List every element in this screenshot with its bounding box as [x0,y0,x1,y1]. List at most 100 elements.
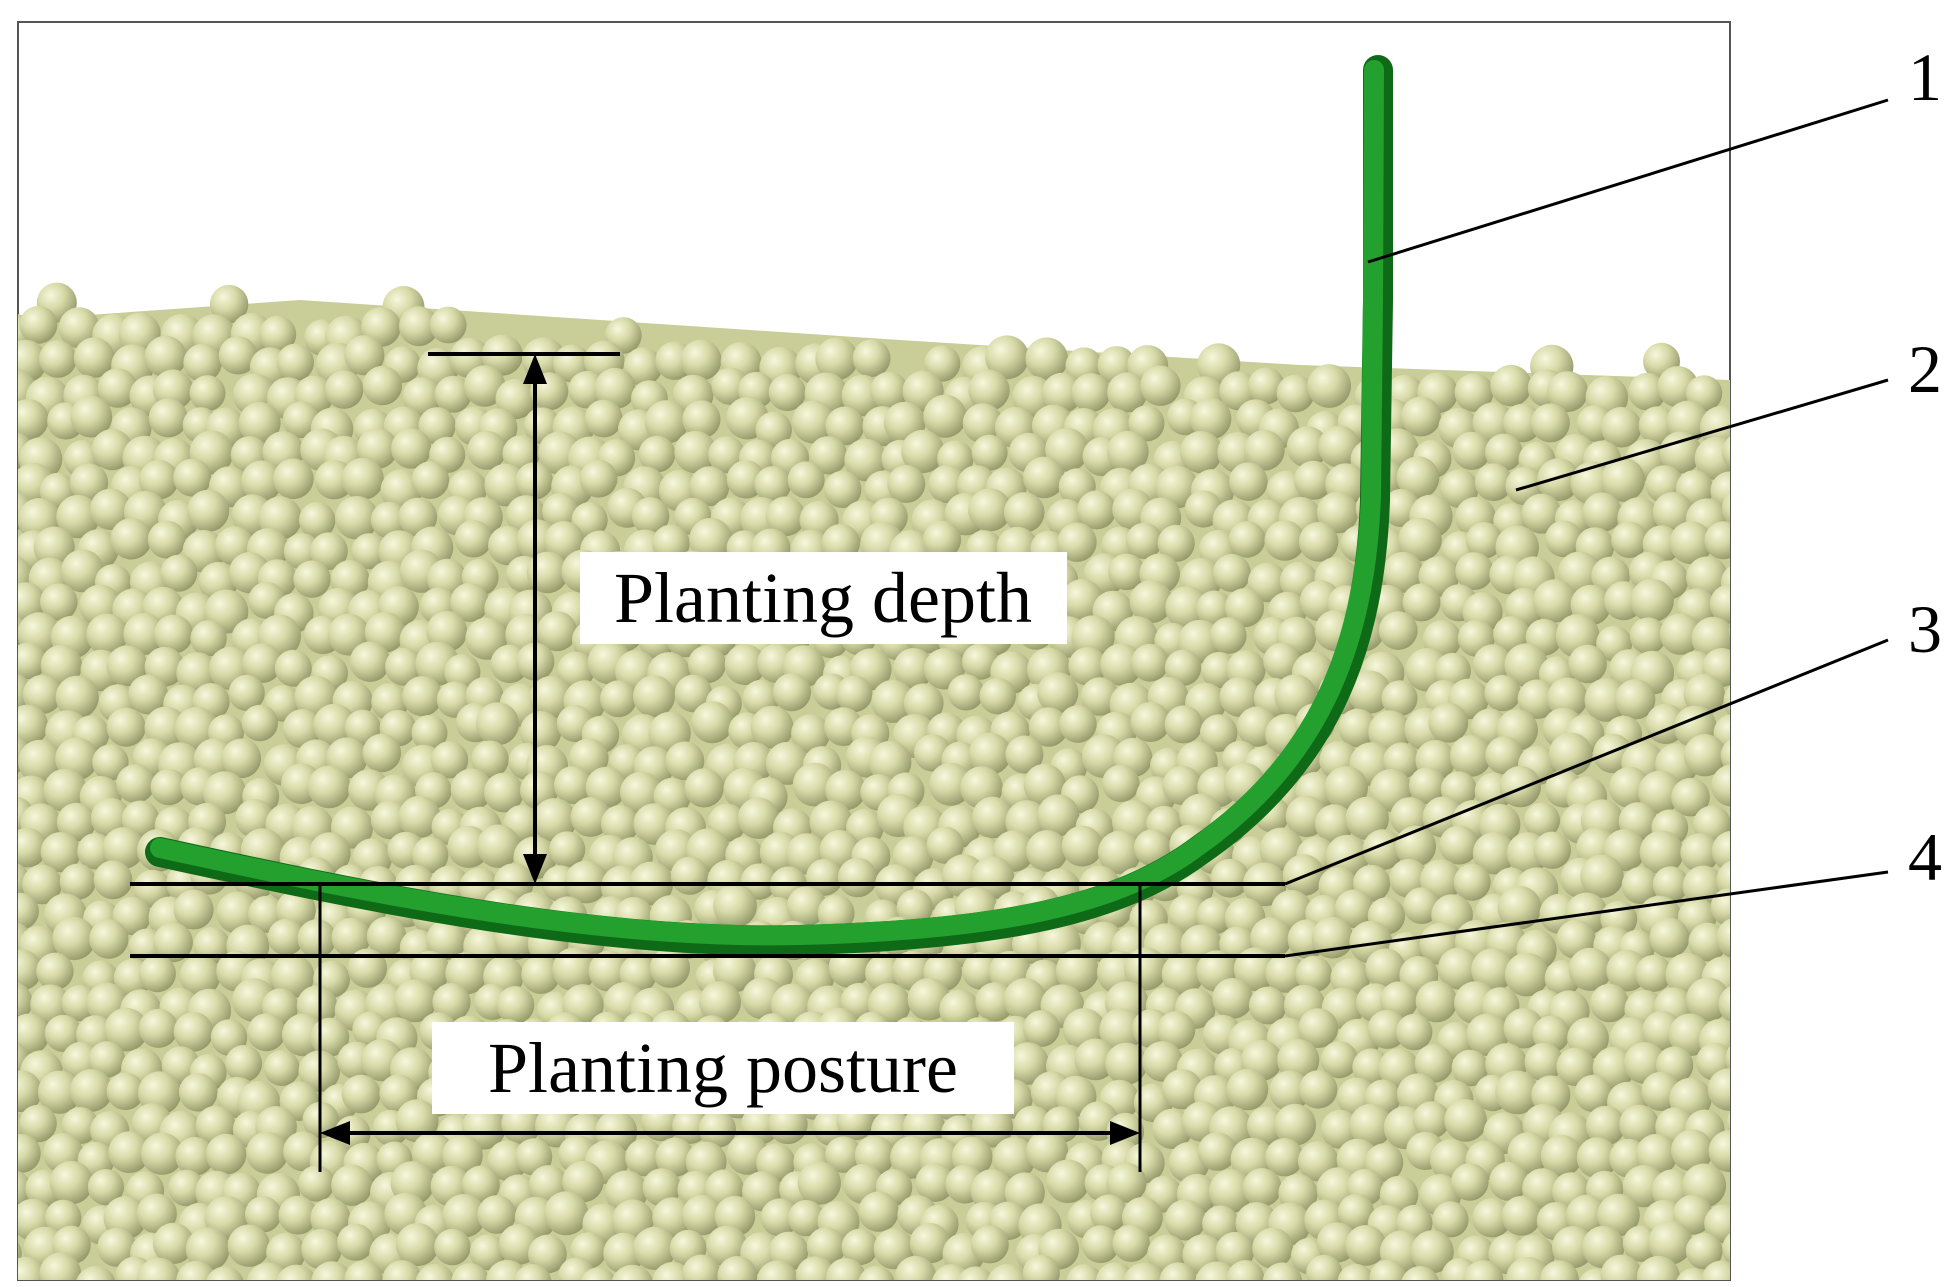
soil-particle [825,1258,866,1280]
soil-particle [537,611,577,652]
soil-particle [1825,615,1864,654]
soil-particle [106,645,148,687]
soil-particle [1155,465,1199,509]
soil-particle [1822,551,1865,594]
soil-particle [22,674,62,715]
soil-particle [1879,1193,1918,1232]
soil-particle [88,1041,126,1078]
soil-particle [56,802,96,842]
soil-particle [1849,1009,1889,1049]
soil-particle [19,1104,57,1143]
soil-particle [1799,495,1837,533]
soil-particle [553,766,592,805]
soil-particle [465,617,508,660]
soil-particle [30,984,71,1025]
soil-particle [526,551,569,594]
soil-particle [331,917,371,957]
soil-particle [469,1234,506,1271]
soil-particles [18,282,1920,1287]
soil-particle [341,457,384,500]
soil-particle [713,948,757,993]
soil-particle [817,894,855,932]
soil-particle [270,954,315,998]
soil-particle [1648,1220,1693,1265]
soil-particle [1804,829,1844,869]
soil-particle [1196,897,1234,934]
soil-particle [1348,670,1392,714]
soil-particle [1871,466,1913,508]
soil-particle [754,466,792,503]
soil-particle [795,1256,836,1280]
soil-particle [865,954,903,992]
soil-particle [1320,1041,1358,1079]
soil-particle [106,1072,145,1110]
soil-particle [1659,613,1702,655]
soil-particle [1140,365,1181,406]
soil-particle [18,827,47,868]
soil-particle [1107,372,1148,413]
soil-particle [259,315,297,353]
soil-particle [1861,990,1901,1030]
soil-particle [1269,1070,1310,1112]
soil-particle [1551,1226,1595,1269]
soil-particle [49,1160,93,1205]
soil-particle [442,1135,483,1176]
depth-label: Planting depth [614,558,1032,638]
soil-particle [1776,961,1814,999]
soil-particle [59,863,96,900]
soil-particle [1533,579,1577,623]
soil-particle [1471,948,1515,992]
soil-particle [1685,1232,1723,1270]
soil-particle [871,679,915,723]
soil-particle [1840,704,1884,748]
soil-particle [1026,1130,1069,1173]
soil-particle [398,795,441,838]
soil-particle [1298,522,1339,562]
soil-particle [1635,1133,1678,1176]
soil-particle [187,489,230,532]
soil-particle [274,649,312,687]
soil-particle [1707,1068,1730,1111]
soil-particle [1875,1254,1916,1287]
soil-particle [1814,949,1857,992]
soil-particle [179,955,221,997]
posture-arrow-head-right [1110,1121,1140,1145]
soil-particle [1772,530,1811,569]
soil-particle [139,459,179,500]
soil-particle [102,827,145,869]
soil-particle [1168,894,1209,934]
soil-particle [1878,895,1920,937]
soil-particle [128,674,169,715]
soil-particle [1473,644,1513,684]
soil-particle [840,982,878,1020]
soil-particle [1123,1262,1166,1280]
soil-particle [1493,616,1530,653]
soil-particle [44,1014,82,1052]
soil-particle [1721,491,1730,526]
soil-particle [1199,714,1238,752]
soil-particle [1201,651,1238,689]
soil-particle [1751,990,1792,1031]
soil-particle [1209,617,1247,654]
posture-arrow-head-left [320,1121,350,1145]
soil-particle [957,1266,994,1280]
soil-particle [962,643,999,680]
soil-particle [768,373,806,412]
soil-particle [1337,1194,1375,1231]
soil-particle [1495,1070,1539,1115]
soil-particle [579,459,618,498]
soil-particle [887,464,926,503]
soil-particle [1767,835,1811,879]
soil-particle [1293,460,1333,500]
callout-numbers: 1 2 3 4 [1908,39,1942,895]
soil-particle [1499,765,1542,808]
soil-particle [1247,562,1288,603]
soil-particle [655,1137,695,1177]
soil-particle [1224,588,1265,628]
soil-particle [1671,1129,1714,1172]
soil-particle [1868,1077,1912,1121]
leader-lines [1284,98,1889,958]
soil-particle [1106,430,1149,473]
soil-particle [1403,887,1441,924]
soil-particle [1694,436,1730,481]
